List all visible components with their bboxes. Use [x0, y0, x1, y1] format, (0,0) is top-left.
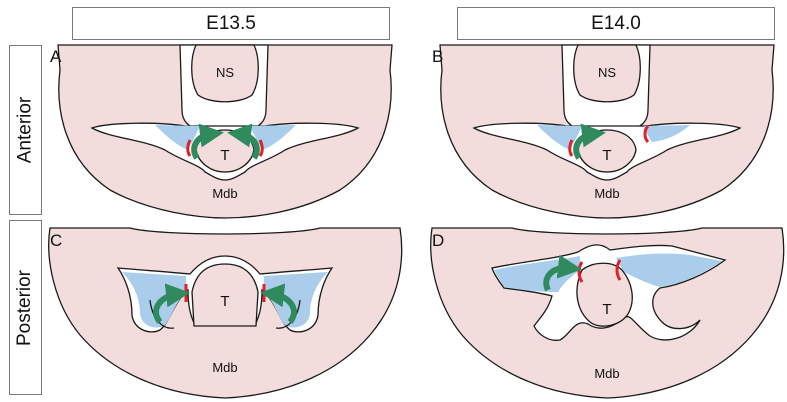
mandible-label: Mdb: [212, 186, 237, 201]
panel-c: C T Mdb: [49, 228, 402, 398]
panel-letter: B: [432, 47, 443, 66]
mandible-label: Mdb: [212, 360, 237, 375]
panel-letter: D: [432, 231, 444, 250]
panel-letter: A: [50, 47, 62, 66]
ns-label: NS: [216, 65, 234, 80]
panel-d: D T Mdb: [431, 228, 784, 398]
ns-label: NS: [598, 65, 616, 80]
tongue-label: T: [220, 293, 229, 310]
tongue-label: T: [602, 147, 611, 164]
tongue-label: T: [220, 147, 229, 164]
mandible-label: Mdb: [594, 366, 619, 381]
panel-letter: C: [50, 231, 62, 250]
tongue-label: T: [602, 301, 611, 318]
mandible-label: Mdb: [594, 186, 619, 201]
panel-b: B NS T Mdb: [432, 45, 774, 218]
panel-a: A NS T Mdb: [50, 45, 392, 218]
